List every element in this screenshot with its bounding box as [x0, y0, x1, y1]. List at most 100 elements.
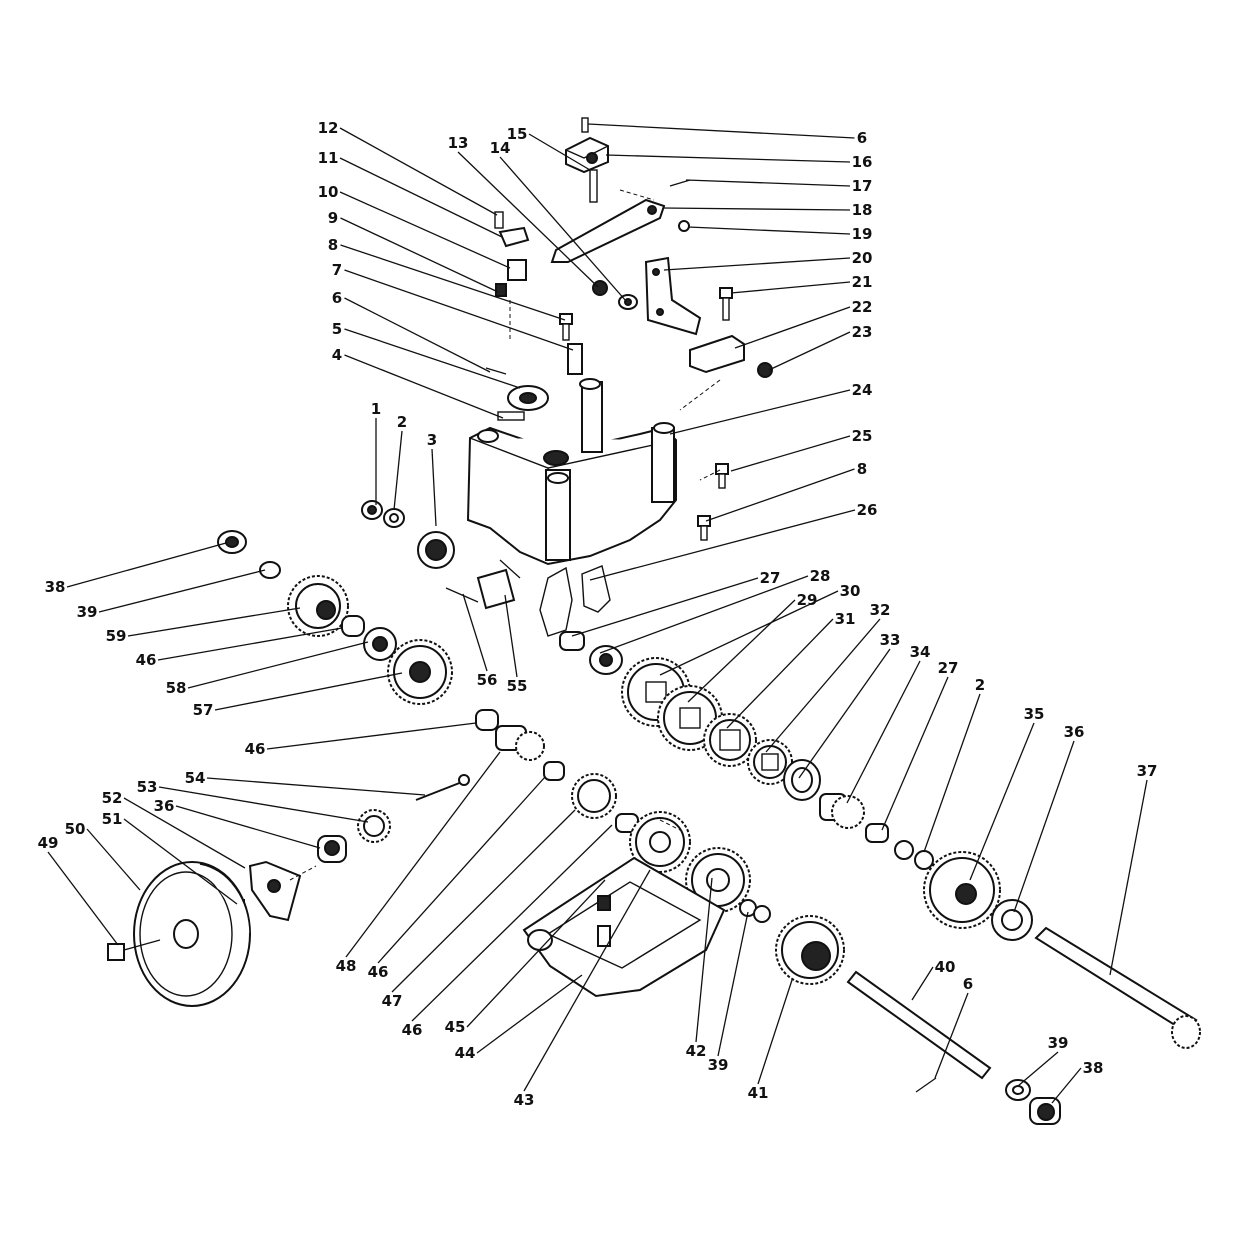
leader-line [462, 593, 488, 672]
part-7-shaft [567, 343, 583, 375]
callout-11: 11 [318, 149, 503, 238]
callout-number: 46 [402, 1021, 423, 1039]
callout-number: 39 [708, 1056, 729, 1074]
leader-line [344, 297, 491, 373]
part-39-washer-top [259, 561, 281, 579]
callout-number: 32 [870, 601, 891, 619]
part-46-bushing-a [341, 615, 365, 637]
part-2-washer [383, 508, 405, 528]
callout-number: 3 [427, 431, 437, 449]
part-11-clip [498, 226, 530, 248]
part-22-bracket [689, 334, 745, 374]
leader-line [717, 911, 749, 1057]
leader-line [765, 618, 881, 753]
leader-line [457, 151, 599, 288]
callout-44: 44 [455, 974, 583, 1062]
part-16-bracket [565, 136, 609, 174]
part-52-hub [248, 860, 302, 922]
callout-number: 39 [1048, 1034, 1069, 1052]
leader-line [340, 217, 499, 293]
callout-15: 15 [507, 125, 591, 171]
part-59-bevel-gear [287, 575, 349, 637]
callout-46: 46 [245, 722, 477, 758]
callout-46: 46 [136, 627, 343, 669]
callout-number: 41 [748, 1084, 769, 1102]
callout-number: 51 [102, 810, 123, 828]
leader-line [523, 869, 651, 1092]
callout-28: 28 [599, 567, 830, 654]
part-36-bearing-left [317, 835, 347, 863]
part-24-housing [466, 378, 677, 566]
leader-line [911, 966, 934, 1001]
part-58-coupling [363, 627, 397, 661]
callout-20: 20 [663, 249, 873, 271]
leader-line [587, 123, 855, 139]
callout-57: 57 [193, 672, 403, 719]
leader-line [266, 722, 477, 750]
callout-50: 50 [65, 820, 141, 891]
callout-36: 36 [154, 797, 321, 849]
callout-number: 20 [852, 249, 873, 267]
part-31-gear [703, 713, 757, 767]
callout-34: 34 [846, 643, 931, 804]
callout-number: 21 [852, 273, 873, 291]
part-19-screw [678, 220, 690, 232]
callout-number: 4 [332, 346, 342, 364]
leader-line [187, 641, 369, 689]
callout-32: 32 [765, 601, 891, 753]
part-8-bolt-bottom [697, 515, 711, 541]
callout-6: 6 [587, 123, 867, 147]
callout-number: 34 [910, 643, 931, 661]
callout-26: 26 [589, 501, 877, 581]
callout-number: 36 [1064, 723, 1085, 741]
callout-number: 48 [336, 957, 357, 975]
callout-25: 25 [730, 427, 872, 472]
callout-41: 41 [748, 979, 793, 1102]
callout-38: 38 [45, 542, 227, 596]
part-18-lever [550, 198, 666, 263]
leader-line [377, 776, 546, 964]
callout-5: 5 [332, 320, 521, 389]
callout-number: 46 [136, 651, 157, 669]
callout-55: 55 [504, 594, 527, 695]
leader-line [705, 468, 855, 522]
leader-line [206, 777, 426, 796]
callout-number: 35 [1024, 705, 1045, 723]
leader-line [127, 607, 301, 637]
callout-number: 14 [490, 139, 511, 157]
callout-number: 39 [77, 603, 98, 621]
leader-line [98, 569, 266, 613]
leader-line [123, 818, 238, 905]
callout-46: 46 [402, 824, 613, 1039]
callout-8: 8 [328, 236, 566, 321]
leader-line [391, 809, 576, 993]
part-38-bushing-top [217, 530, 247, 554]
callout-number: 52 [102, 789, 123, 807]
callout-number: 1 [371, 400, 381, 418]
part-9-spring [495, 283, 507, 297]
leader-line [504, 594, 518, 678]
part-48-pinion [495, 725, 545, 761]
callout-number: 24 [852, 381, 873, 399]
leader-line [528, 133, 591, 171]
part-12-screw [494, 211, 504, 229]
callout-8: 8 [705, 460, 867, 522]
callout-22: 22 [734, 298, 872, 349]
callout-52: 52 [102, 789, 246, 869]
leader-line [605, 154, 851, 163]
part-49-bolt [107, 939, 161, 961]
callout-number: 38 [45, 578, 66, 596]
part-25-bolt [715, 463, 729, 489]
callout-39: 39 [77, 569, 266, 621]
leader-line [47, 851, 119, 946]
part-3-bearing [417, 531, 455, 569]
callout-number: 59 [106, 627, 127, 645]
part-46-bushing-c [543, 761, 565, 781]
leader-line [846, 660, 921, 804]
part-56-key [445, 587, 479, 603]
callout-number: 2 [975, 676, 985, 694]
part-33-washer [783, 759, 821, 801]
callout-9: 9 [328, 209, 499, 293]
callout-number: 33 [880, 631, 901, 649]
part-35-gear [923, 851, 1001, 929]
